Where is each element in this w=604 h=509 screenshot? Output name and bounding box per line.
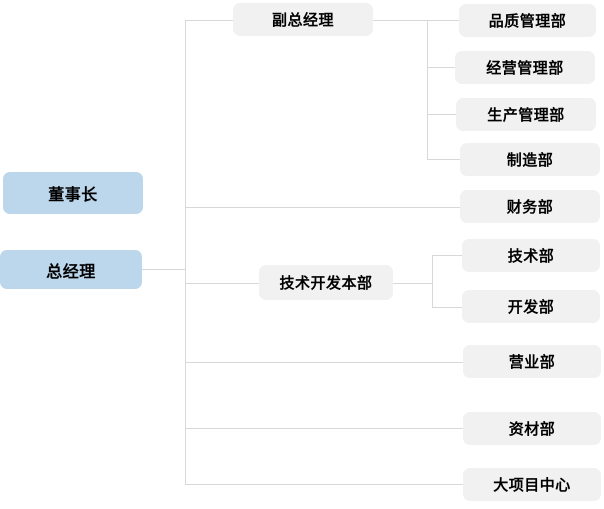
- connector-to-tech-development-hq: [185, 283, 260, 284]
- connector-to-major-project-center: [185, 484, 464, 485]
- connector-to-business-management: [427, 67, 456, 68]
- node-quality-management-label: 品质管理部: [488, 13, 567, 30]
- connector-to-materials: [185, 428, 464, 429]
- node-major-project-center-label: 大项目中心: [493, 477, 571, 494]
- node-development-label: 开发部: [507, 299, 555, 316]
- node-sales[interactable]: 营业部: [463, 345, 601, 378]
- node-technology[interactable]: 技术部: [462, 239, 600, 272]
- node-production-management[interactable]: 生产管理部: [456, 98, 596, 131]
- connector-to-manufacturing: [427, 159, 461, 160]
- connector-to-deputy-general-manager: [185, 20, 234, 21]
- node-technology-label: 技术部: [507, 248, 555, 265]
- connector-main-trunk: [185, 20, 186, 485]
- connector-tech-hq-stem: [393, 283, 433, 284]
- connector-to-quality-management: [427, 20, 460, 21]
- node-materials[interactable]: 资材部: [463, 412, 601, 445]
- node-chairman[interactable]: 董事长: [3, 172, 143, 214]
- node-finance-label: 财务部: [506, 199, 554, 216]
- connector-deputy-stem: [373, 20, 428, 21]
- node-tech-development-hq[interactable]: 技术开发本部: [259, 265, 393, 300]
- connector-to-production-management: [427, 114, 457, 115]
- node-chairman-label: 董事长: [48, 187, 98, 204]
- node-production-management-label: 生产管理部: [487, 107, 565, 124]
- connector-general-manager-stub: [142, 269, 186, 270]
- connector-to-finance: [185, 207, 461, 208]
- node-general-manager-label: 总经理: [46, 263, 96, 281]
- node-general-manager[interactable]: 总经理: [0, 250, 142, 289]
- node-sales-label: 营业部: [508, 354, 556, 371]
- node-quality-management[interactable]: 品质管理部: [459, 4, 596, 37]
- connector-to-technology: [432, 255, 463, 256]
- connector-to-development: [432, 307, 463, 308]
- node-finance[interactable]: 财务部: [460, 190, 600, 223]
- node-development[interactable]: 开发部: [462, 290, 600, 323]
- node-business-management[interactable]: 经营管理部: [455, 51, 595, 84]
- connector-tech-hq-sub-trunk: [432, 255, 433, 307]
- node-deputy-general-manager-label: 副总经理: [271, 12, 334, 29]
- node-materials-label: 资材部: [508, 421, 556, 438]
- node-major-project-center[interactable]: 大项目中心: [463, 468, 601, 501]
- node-deputy-general-manager[interactable]: 副总经理: [233, 3, 373, 36]
- node-business-management-label: 经营管理部: [486, 60, 564, 77]
- connector-to-sales: [185, 362, 464, 363]
- node-manufacturing[interactable]: 制造部: [460, 143, 600, 176]
- node-tech-development-hq-label: 技术开发本部: [279, 275, 373, 292]
- node-manufacturing-label: 制造部: [506, 152, 554, 169]
- connector-deputy-sub-trunk: [427, 20, 428, 159]
